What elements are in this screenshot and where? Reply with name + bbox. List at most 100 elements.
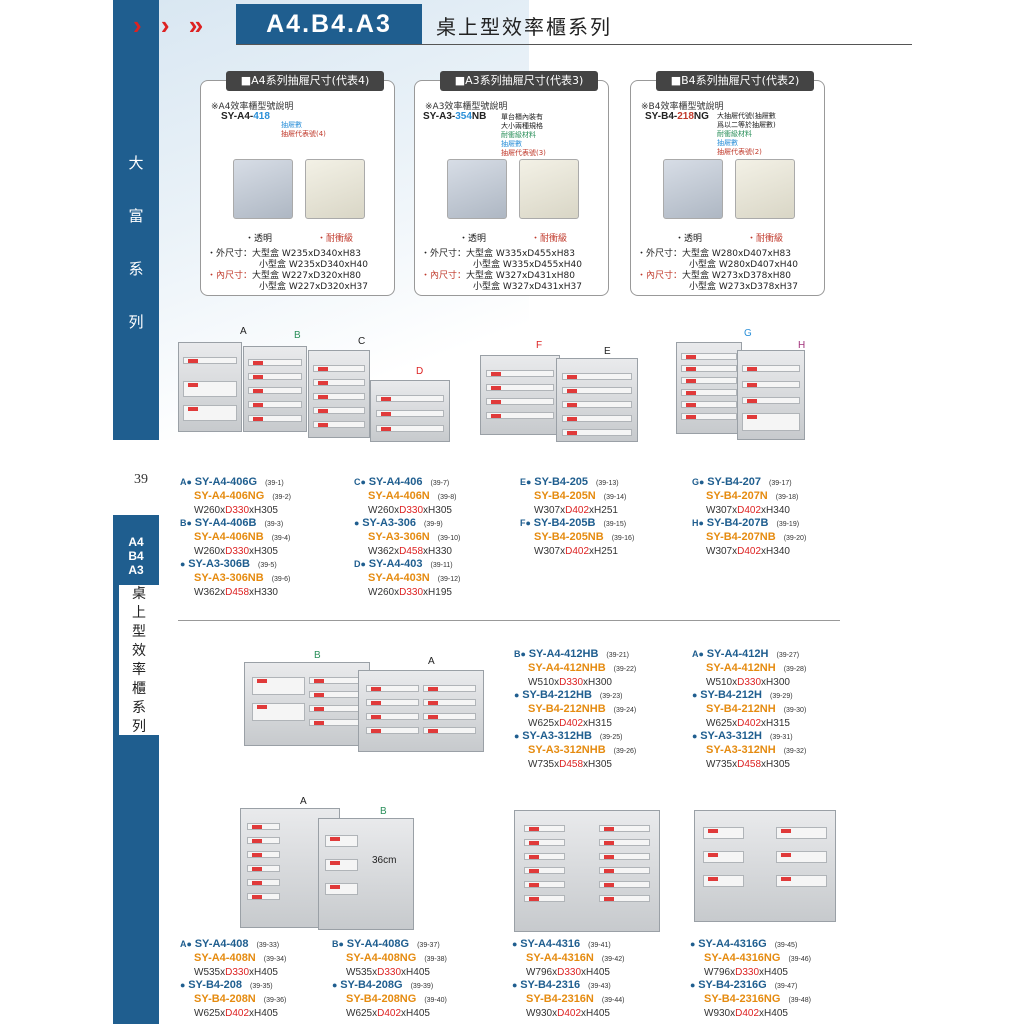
model-variant-code: SY-A3-312NH [706, 744, 776, 756]
model-code: SY-B4-2316G [698, 979, 767, 991]
drawer [680, 377, 738, 384]
dim-height: xH405 [401, 967, 430, 978]
sidebar-char: 系 [128, 260, 144, 278]
dim-height: xH305 [761, 759, 790, 770]
drawer [561, 387, 633, 394]
clear-tray-image [233, 159, 293, 219]
drawer [246, 837, 281, 844]
dim-depth: D402 [559, 718, 584, 729]
outer-label: ・外尺寸： [637, 249, 683, 259]
dim-depth: D330 [559, 677, 584, 688]
dim-width: W362x [194, 587, 226, 598]
model-variant-code: SY-A3-306N [368, 531, 430, 543]
drawer [741, 365, 801, 372]
model-code: SY-A4-406G [194, 476, 258, 488]
model-row: ● SY-A4-4316(39-41) [512, 938, 624, 952]
dim-width: W930x [526, 1008, 558, 1019]
dim-height: xH330 [249, 587, 278, 598]
legend-item: 大小兩種規格 [501, 122, 543, 130]
model-dimensions: W796xD330xH405 [526, 967, 610, 978]
model-row: SY-B4-212NH(39-30) [692, 703, 806, 717]
model-ref: (39-22) [613, 666, 637, 673]
tab-title-char: 率 [132, 662, 146, 678]
model-ref: (39-11) [430, 562, 453, 569]
drawer [246, 865, 281, 872]
drawer [247, 387, 303, 394]
product-letter: G [744, 328, 752, 339]
model-row: W260xD330xH305 [180, 545, 291, 558]
drawer [561, 401, 633, 408]
dim-depth: D330 [557, 967, 582, 978]
model-code: SY-A3-312HB [522, 730, 592, 742]
model-list: A● SY-A4-408(39-33)SY-A4-408N(39-34)W535… [180, 938, 286, 1020]
model-row: W796xD330xH405 [690, 966, 811, 979]
legend-item: 大抽屜代號(抽屜數 [717, 112, 776, 120]
outer-label: ・外尺寸： [421, 249, 467, 259]
model-row: W735xD458xH305 [692, 758, 806, 771]
model-dimensions: W510xD330xH300 [706, 677, 790, 688]
dim-height: xH405 [759, 1008, 788, 1019]
model-variant-code: SY-B4-207NB [706, 531, 776, 543]
model-bullet: D● [354, 559, 366, 569]
dim-height: xH300 [761, 677, 790, 688]
dim-width: W307x [534, 546, 566, 557]
dim-depth: D330 [735, 967, 760, 978]
outer-label: ・外尺寸： [207, 249, 253, 259]
dim-width: W307x [534, 505, 566, 516]
model-ref: (39-30) [783, 707, 807, 714]
model-dimensions: W260xD330xH305 [368, 505, 452, 516]
model-bullet: B● [180, 518, 192, 528]
drawer [324, 859, 359, 871]
spec-legend: 單台櫃內裝有 大小兩種規格 耐衝級材料 抽屜數 抽屜代表號(3) [501, 113, 546, 158]
spec-code: SY-A4-418 [221, 111, 270, 122]
model-ref: (39-46) [788, 956, 812, 963]
drawer [423, 727, 476, 734]
dim-width: W260x [368, 505, 400, 516]
dim-depth: D458 [559, 759, 584, 770]
drawer [703, 875, 744, 887]
model-bullet: ● [692, 690, 698, 700]
model-variant-code: SY-B4-205N [534, 490, 596, 502]
drawer [246, 879, 281, 886]
series-title: 桌上型效率櫃系列 [436, 15, 612, 39]
model-dimensions: W510xD330xH300 [528, 677, 612, 688]
code-suffix: NG [693, 111, 709, 122]
drawer [247, 373, 303, 380]
model-ref: (39-24) [613, 707, 637, 714]
model-code: SY-B4-207 [707, 476, 762, 488]
outer-dim: 大型盒 W235xD340xH83 [252, 249, 361, 259]
spec-note: ※A4效率櫃型號說明 [211, 102, 294, 112]
model-row: SY-A4-403N(39-12) [354, 572, 460, 586]
dim-depth: D330 [225, 967, 250, 978]
legend-item: 抽屜代表號(3) [501, 149, 546, 157]
spec-head: ■A3系列抽屜尺寸(代表3) [440, 71, 598, 91]
model-bullet: C● [354, 477, 366, 487]
model-ref: (39-17) [769, 480, 792, 487]
code-number: 354 [455, 111, 472, 122]
spec-dimensions: ・外尺寸：大型盒 W335xD455xH83 小型盒 W335xD455xH40… [421, 249, 582, 293]
model-bullet: ● [512, 939, 518, 949]
drawer [247, 401, 303, 408]
cabinet-image [737, 350, 805, 440]
model-ref: (39-10) [437, 535, 461, 542]
model-variant-code: SY-A4-412NH [706, 662, 776, 674]
dim-height: xH405 [401, 1008, 430, 1019]
dim-depth: D330 [225, 546, 250, 557]
model-ref: (39-3) [264, 521, 284, 528]
product-letter: B [294, 330, 301, 341]
cabinet-image [244, 662, 370, 746]
spec-head: ■B4系列抽屜尺寸(代表2) [656, 71, 814, 91]
drawer [598, 825, 651, 832]
drawer [680, 365, 738, 372]
page-number: 39 [134, 472, 148, 487]
legend-item: 抽屜數 [281, 121, 302, 129]
drawer [252, 677, 305, 695]
model-dimensions: W260xD330xH305 [194, 505, 278, 516]
cabinet-image [358, 670, 484, 752]
model-list: G● SY-B4-207(39-17)SY-B4-207N(39-18)W307… [692, 476, 806, 558]
model-variant-code: SY-B4-212NHB [528, 703, 606, 715]
drawer [324, 883, 359, 895]
spec-legend: 大抽屜代號(抽屜數 爲以二等於抽屜數) 耐衝級材料 抽屜數 抽屜代表號(2) [717, 112, 776, 157]
drawer [312, 407, 366, 414]
dim-height: xH340 [761, 505, 790, 516]
